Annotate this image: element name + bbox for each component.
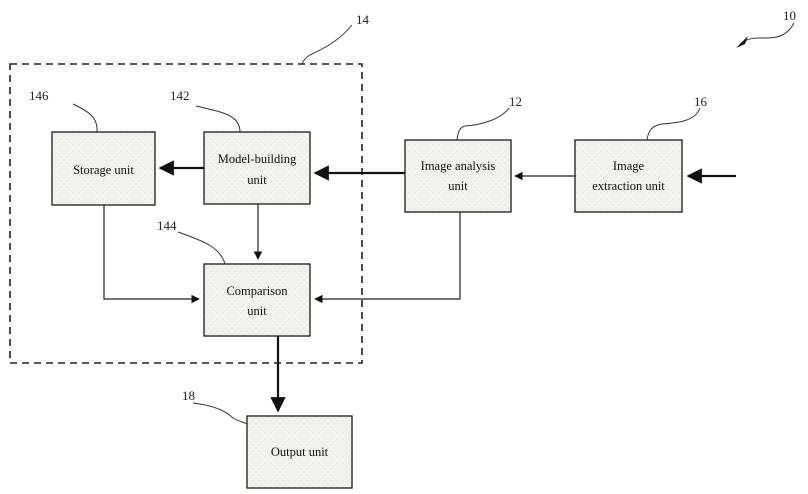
ref-146: 146: [29, 88, 49, 103]
output-unit-block: Output unit: [246, 415, 353, 489]
ref-12: 12: [509, 94, 522, 109]
leader-146: [72, 103, 98, 133]
storage-unit-label: Storage unit: [73, 163, 134, 177]
ref-142: 142: [170, 88, 190, 103]
image-analysis-label-line1: Image analysis: [421, 159, 496, 173]
leader-10-arrowhead: [736, 36, 748, 48]
model-building-label-line2: unit: [247, 173, 267, 187]
image-analysis-label-line2: unit: [448, 179, 468, 193]
comparison-label-line2: unit: [247, 304, 267, 318]
image-extraction-label-line2: extraction unit: [592, 179, 665, 193]
ref-144: 144: [157, 218, 177, 233]
comparison-unit-block: Comparison unit: [203, 263, 311, 337]
storage-to-comparison-arrow: [103, 205, 200, 304]
analysis-to-comparison-arrow: [314, 212, 461, 304]
leader-16: [646, 107, 701, 141]
ref-16: 16: [694, 94, 708, 109]
model-building-label-line1: Model-building: [218, 152, 297, 166]
image-extraction-label-line1: Image: [613, 159, 645, 173]
leader-18: [192, 402, 248, 425]
leader-144: [177, 231, 226, 265]
output-unit-label: Output unit: [271, 445, 329, 459]
model-building-unit-block: Model-building unit: [203, 131, 311, 205]
ref-14: 14: [356, 12, 370, 27]
processing-module-boundary: [9, 63, 363, 364]
storage-unit-block: Storage unit: [51, 131, 156, 206]
image-analysis-unit-block: Image analysis unit: [404, 139, 512, 213]
comparison-label-line1: Comparison: [226, 284, 288, 298]
ref-18: 18: [182, 388, 195, 403]
leader-142: [195, 105, 241, 133]
ref-10: 10: [783, 8, 796, 23]
leader-14: [301, 24, 353, 65]
leader-10: [739, 22, 795, 45]
leader-12: [456, 107, 510, 141]
image-extraction-unit-block: Image extraction unit: [574, 139, 683, 213]
